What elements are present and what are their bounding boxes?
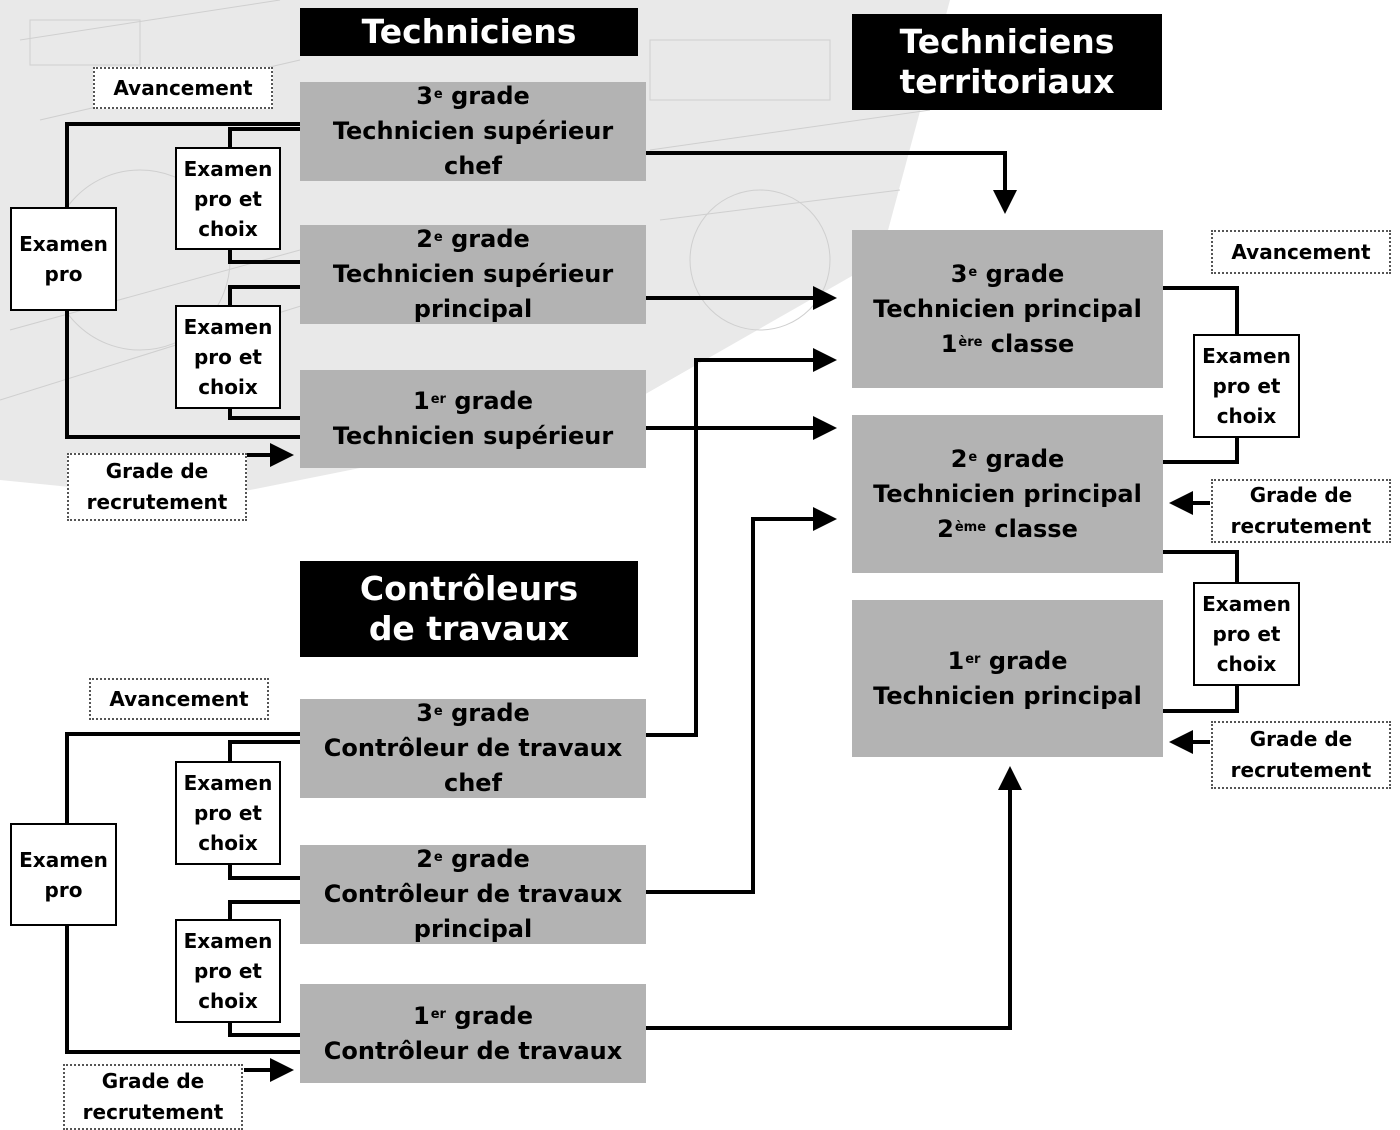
grade-title: 1er grade <box>947 646 1068 675</box>
territoriaux-grade-1: 1er grade Technicien principal <box>852 600 1163 757</box>
recrutement-label-controleurs: Grade de recrutement <box>63 1064 243 1130</box>
header-techniciens: Techniciens <box>300 8 638 56</box>
examen-choix-territoriaux-lower: Examen pro et choix <box>1193 582 1300 686</box>
grade-line3: chef <box>443 152 503 180</box>
examen-pro-techniciens: Examen pro <box>10 207 117 311</box>
grade-title: 2e grade <box>416 225 530 253</box>
avancement-label-controleurs: Avancement <box>89 678 269 720</box>
recrutement-label-territoriaux-2: Grade de recrutement <box>1211 479 1391 543</box>
grade-line2: Technicien supérieur <box>332 422 614 450</box>
grade-line2: Technicien supérieur <box>332 260 614 288</box>
recrutement-label-territoriaux-1: Grade de recrutement <box>1211 721 1391 789</box>
techniciens-grade-2: 2e grade Technicien supérieur principal <box>300 225 646 324</box>
examen-pro-controleurs: Examen pro <box>10 823 117 926</box>
territoriaux-grade-2: 2e grade Technicien principal 2ème class… <box>852 415 1163 573</box>
avancement-label-techniciens: Avancement <box>93 67 273 109</box>
grade-line3: 1ère classe <box>940 329 1075 358</box>
grade-line3: principal <box>413 915 533 943</box>
territoriaux-grade-3: 3e grade Technicien principal 1ère class… <box>852 230 1163 388</box>
header-techniciens-text: Techniciens <box>361 12 577 52</box>
recrutement-label-techniciens: Grade de recrutement <box>67 453 247 521</box>
grade-title: 3e grade <box>950 259 1065 288</box>
grade-line3: chef <box>443 769 503 797</box>
grade-line2: Technicien principal <box>873 294 1142 323</box>
header-territoriaux-line1: Techniciens <box>899 22 1115 62</box>
header-techniciens-territoriaux: Techniciens territoriaux <box>852 14 1162 110</box>
avancement-label-territoriaux: Avancement <box>1211 230 1391 274</box>
grade-title: 3e grade <box>416 699 530 727</box>
grade-line2: Technicien supérieur <box>332 117 614 145</box>
examen-choix-territoriaux-upper: Examen pro et choix <box>1193 334 1300 438</box>
grade-title: 2e grade <box>416 845 530 873</box>
header-controleurs-line2: de travaux <box>368 609 570 648</box>
controleurs-grade-2: 2e grade Contrôleur de travaux principal <box>300 845 646 944</box>
grade-line3: 2ème classe <box>937 514 1078 543</box>
techniciens-grade-1: 1er grade Technicien supérieur <box>300 370 646 468</box>
examen-choix-controleurs-upper: Examen pro et choix <box>175 761 281 865</box>
examen-choix-controleurs-lower: Examen pro et choix <box>175 919 281 1023</box>
header-territoriaux-line2: territoriaux <box>899 62 1115 101</box>
examen-choix-techniciens-lower: Examen pro et choix <box>175 305 281 409</box>
grade-line2: Contrôleur de travaux <box>323 880 623 908</box>
header-controleurs: Contrôleurs de travaux <box>300 561 638 657</box>
grade-line2: Technicien principal <box>873 479 1142 508</box>
grade-title: 2e grade <box>950 444 1065 473</box>
techniciens-grade-3: 3e grade Technicien supérieur chef <box>300 82 646 181</box>
header-controleurs-line1: Contrôleurs <box>359 569 579 609</box>
grade-line2: Technicien principal <box>873 681 1142 710</box>
grade-title: 1er grade <box>413 1001 533 1030</box>
examen-choix-techniciens-upper: Examen pro et choix <box>175 147 281 250</box>
grade-title: 3e grade <box>416 82 530 110</box>
controleurs-grade-1: 1er grade Contrôleur de travaux <box>300 984 646 1083</box>
controleurs-grade-3: 3e grade Contrôleur de travaux chef <box>300 699 646 798</box>
grade-line2: Contrôleur de travaux <box>323 1036 623 1065</box>
grade-title: 1er grade <box>413 387 533 415</box>
grade-line2: Contrôleur de travaux <box>323 734 623 762</box>
grade-line3: principal <box>413 295 533 323</box>
